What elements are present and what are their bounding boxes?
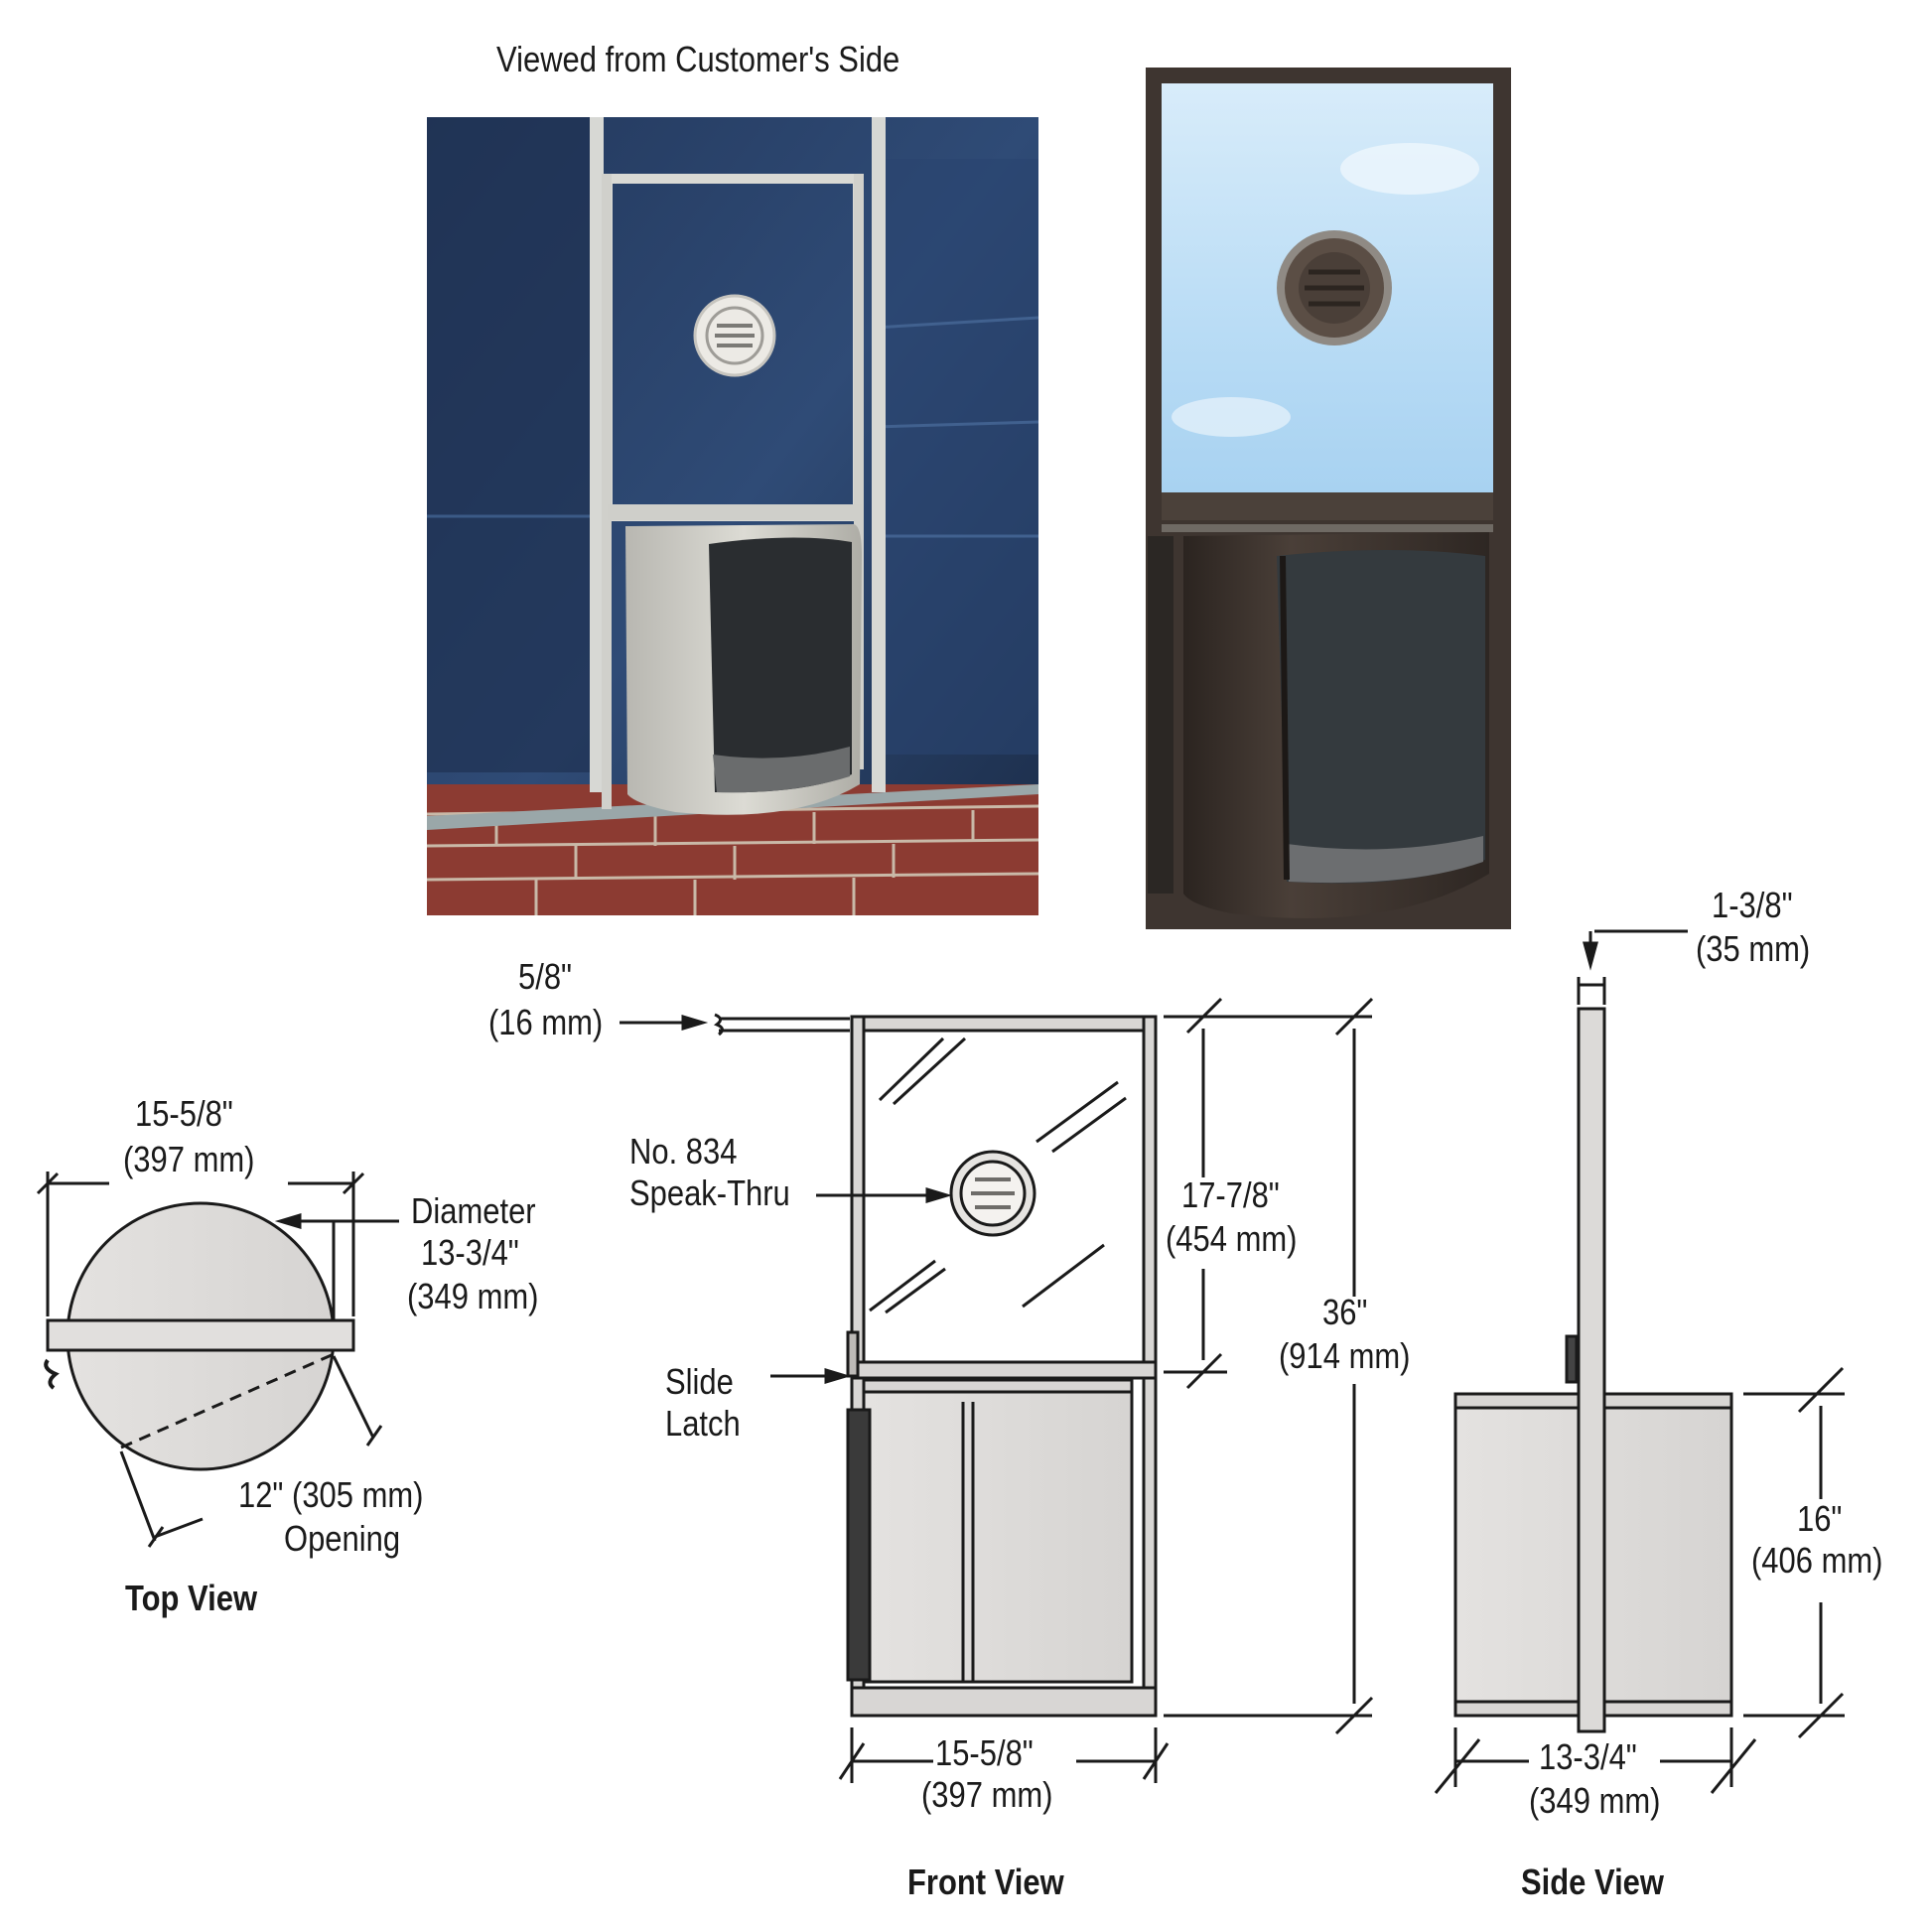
tray-height-mm: (406 mm) <box>1751 1540 1883 1581</box>
frame-depth-inches: 1-3/8" <box>1712 885 1793 925</box>
frame-width-mm: (16 mm) <box>488 1002 604 1042</box>
speak-thru-line1: No. 834 <box>629 1131 738 1172</box>
opening-label: Opening <box>284 1518 401 1559</box>
top-view-title: Top View <box>125 1578 258 1618</box>
side-width-mm: (349 mm) <box>1529 1780 1661 1821</box>
diameter-label: Diameter <box>411 1190 536 1231</box>
top-width-mm: (397 mm) <box>123 1139 255 1179</box>
front-view-drawing <box>620 997 1374 1783</box>
photo-customer-side <box>426 117 1039 915</box>
top-view-drawing <box>36 1172 399 1548</box>
diameter-mm: (349 mm) <box>407 1276 539 1316</box>
slide-latch-line1: Slide <box>665 1361 734 1402</box>
slide-latch-line2: Latch <box>665 1403 741 1444</box>
glass-height-inches: 17-7/8" <box>1181 1174 1280 1215</box>
photo-caption: Viewed from Customer's Side <box>496 39 900 79</box>
side-width-inches: 13-3/4" <box>1539 1736 1637 1777</box>
front-width-inches: 15-5/8" <box>935 1732 1034 1773</box>
opening-dimension: 12" (305 mm) <box>238 1474 424 1515</box>
side-view-drawing <box>1434 929 1845 1794</box>
diameter-inches: 13-3/4" <box>421 1232 519 1273</box>
glass-height-mm: (454 mm) <box>1166 1218 1298 1259</box>
tray-height-inches: 16" <box>1797 1498 1843 1539</box>
speak-thru-line2: Speak-Thru <box>629 1173 790 1213</box>
photo-bronze-unit <box>1146 68 1511 929</box>
frame-width-inches: 5/8" <box>518 956 573 997</box>
front-width-mm: (397 mm) <box>921 1774 1053 1815</box>
front-view-title: Front View <box>907 1862 1064 1902</box>
frame-depth-mm: (35 mm) <box>1696 928 1811 969</box>
overall-height-mm: (914 mm) <box>1279 1335 1411 1376</box>
top-width-inches: 15-5/8" <box>135 1093 233 1134</box>
side-view-title: Side View <box>1521 1862 1664 1902</box>
overall-height-inches: 36" <box>1322 1292 1368 1332</box>
